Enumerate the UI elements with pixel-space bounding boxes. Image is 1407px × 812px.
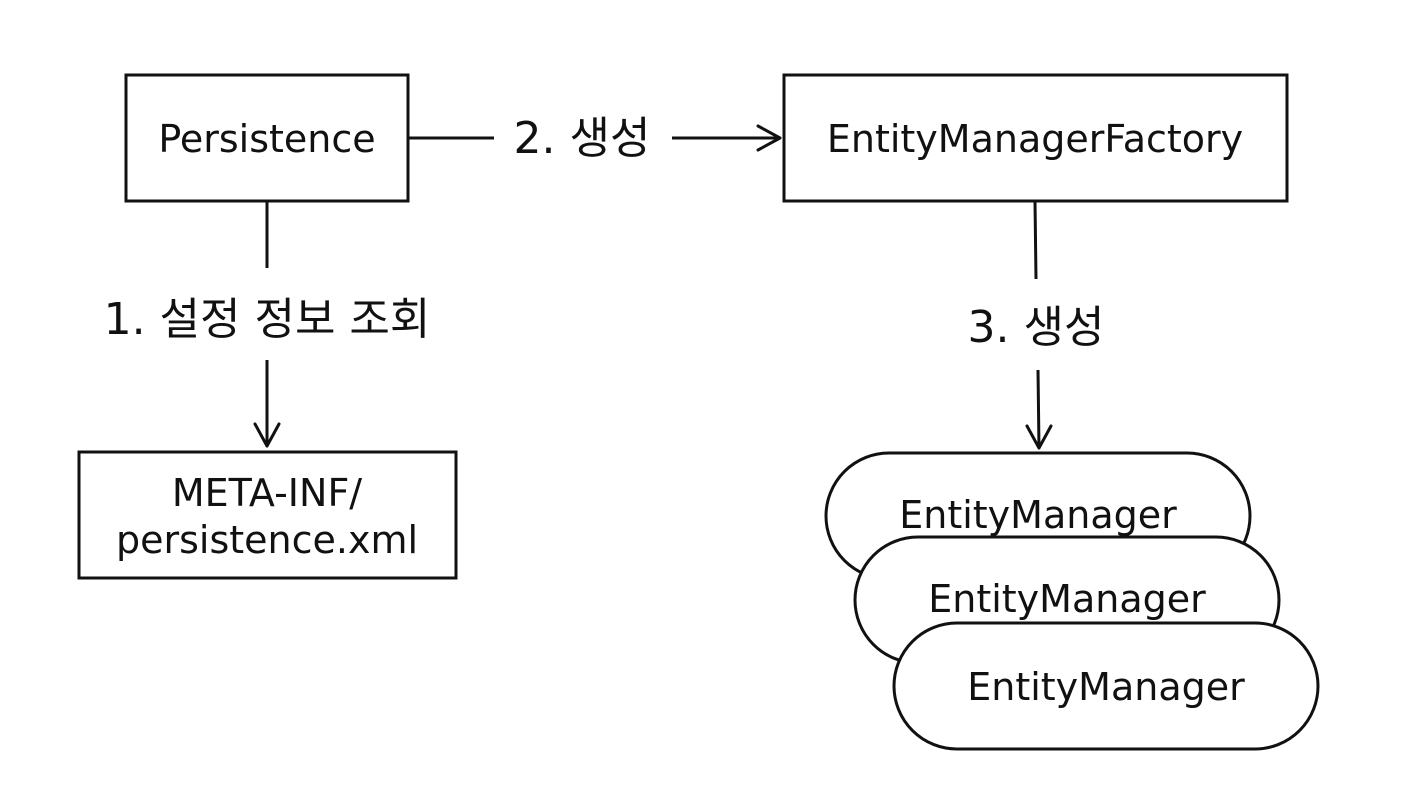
entity-manager-label: EntityManager bbox=[928, 577, 1206, 621]
entity-manager-factory-node: EntityManagerFactory bbox=[782, 73, 1289, 203]
arrowhead-down-icon bbox=[253, 422, 281, 448]
entity-manager-stack: EntityManager EntityManager EntityManage… bbox=[824, 451, 1320, 751]
persistence-node: Persistence bbox=[124, 73, 410, 203]
edge-lookup-config-label: 1. 설정 정보 조회 bbox=[104, 294, 431, 345]
entity-manager-node: EntityManager bbox=[892, 621, 1320, 751]
persistence-label: Persistence bbox=[158, 117, 375, 161]
entity-manager-label: EntityManager bbox=[967, 665, 1245, 709]
edge-create-manager: 3. 생성 bbox=[968, 200, 1105, 450]
edge-create-manager-label: 3. 생성 bbox=[968, 302, 1105, 353]
edge-create-factory-label: 2. 생성 bbox=[514, 113, 651, 164]
entity-manager-label: EntityManager bbox=[899, 493, 1177, 537]
entity-manager-factory-label: EntityManagerFactory bbox=[827, 117, 1243, 161]
config-file-label-line1: META-INF/ bbox=[172, 471, 362, 515]
arrowhead-right-icon bbox=[756, 124, 782, 152]
edge-lookup-config: 1. 설정 정보 조회 bbox=[104, 201, 431, 448]
config-file-label-line2: persistence.xml bbox=[116, 518, 418, 562]
config-file-node: META-INF/ persistence.xml bbox=[77, 450, 458, 580]
edge-create-factory: 2. 생성 bbox=[408, 113, 782, 164]
arrowhead-down-icon bbox=[1025, 424, 1053, 450]
